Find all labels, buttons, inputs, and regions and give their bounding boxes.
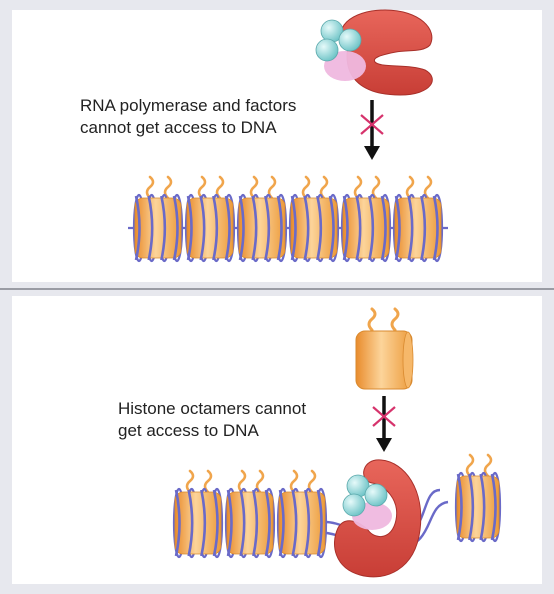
dna-wrap bbox=[420, 195, 427, 261]
histone-tail bbox=[301, 175, 311, 200]
histone-tail bbox=[145, 175, 155, 200]
histone-tail bbox=[197, 175, 207, 200]
nucleosome bbox=[132, 175, 184, 263]
dna-wrap bbox=[134, 195, 141, 261]
dna-wrap bbox=[342, 195, 349, 261]
caption-line: Histone octamers cannot bbox=[118, 399, 307, 418]
transcription-factor-teal bbox=[315, 38, 339, 62]
transcription-factor-teal bbox=[342, 493, 366, 517]
histone-core bbox=[456, 475, 500, 539]
dna-wrap bbox=[290, 195, 297, 261]
panel-divider bbox=[0, 288, 554, 290]
dna-wrap bbox=[147, 195, 154, 261]
dna-wrap bbox=[252, 489, 259, 557]
nucleosome bbox=[340, 175, 392, 263]
dna-wrap bbox=[316, 489, 323, 557]
blocked-arrow-icon bbox=[372, 396, 396, 452]
dna-wrap bbox=[355, 195, 362, 261]
dna-wrap bbox=[432, 195, 439, 261]
dna-wrap bbox=[380, 195, 387, 261]
dna-wrap bbox=[212, 195, 219, 261]
dna-wrap bbox=[394, 195, 401, 261]
histone-octamer-icon bbox=[355, 307, 414, 390]
caption-rna-polymerase: RNA polymerase and factors cannot get ac… bbox=[80, 95, 296, 139]
histone-core bbox=[290, 197, 338, 259]
dna-wrap bbox=[328, 195, 335, 261]
rna-polymerase-icon bbox=[315, 9, 433, 96]
dna-wrap bbox=[368, 195, 375, 261]
histone-core bbox=[394, 197, 442, 259]
dna-wrap bbox=[172, 195, 179, 261]
dna-wrap bbox=[468, 473, 475, 541]
nucleosome bbox=[288, 175, 340, 263]
dna-wrap bbox=[212, 489, 219, 557]
histone-core bbox=[278, 491, 326, 555]
histone-tail bbox=[405, 175, 415, 200]
dna-wrap bbox=[316, 195, 323, 261]
dna-wrap bbox=[278, 489, 285, 557]
dna-wrap bbox=[264, 489, 271, 557]
dna-wrap bbox=[291, 489, 298, 557]
nucleosome bbox=[184, 175, 236, 263]
dna-wrap bbox=[226, 489, 233, 557]
nucleosome bbox=[224, 469, 276, 559]
dna-wrap bbox=[238, 195, 245, 261]
dna-wrap bbox=[304, 489, 311, 557]
dna-wrap bbox=[456, 473, 463, 541]
blocked-arrow-icon bbox=[360, 100, 384, 160]
histone-core bbox=[174, 491, 222, 555]
dna-wrap bbox=[239, 489, 246, 557]
histone-core bbox=[186, 197, 234, 259]
dna-wrap bbox=[303, 195, 310, 261]
nucleosome-array-remodeled bbox=[172, 453, 502, 559]
histone-core bbox=[134, 197, 182, 259]
histone-tail bbox=[289, 469, 299, 494]
nucleosome bbox=[392, 175, 444, 263]
transcription-factor-teal bbox=[364, 483, 388, 507]
rna-polymerase-icon bbox=[334, 459, 422, 578]
nucleosome-array-compact bbox=[128, 175, 448, 263]
histone-tail bbox=[353, 175, 363, 200]
nucleosome bbox=[236, 175, 288, 263]
dna-wrap bbox=[407, 195, 414, 261]
histone-tail bbox=[185, 469, 195, 494]
dna-wrap bbox=[199, 195, 206, 261]
histone-core bbox=[342, 197, 390, 259]
dna-wrap bbox=[490, 473, 497, 541]
nucleosome bbox=[276, 469, 328, 559]
caption-line: cannot get access to DNA bbox=[80, 118, 277, 137]
dna-wrap bbox=[264, 195, 271, 261]
dna-wrap bbox=[200, 489, 207, 557]
caption-line: RNA polymerase and factors bbox=[80, 96, 297, 115]
caption-line: get access to DNA bbox=[118, 421, 259, 440]
nucleosome bbox=[172, 469, 224, 559]
nucleosome bbox=[454, 453, 502, 543]
histone-core bbox=[226, 491, 274, 555]
histone-core bbox=[238, 197, 286, 259]
dna-wrap bbox=[224, 195, 231, 261]
caption-histone-octamers: Histone octamers cannot get access to DN… bbox=[118, 398, 306, 442]
dna-wrap bbox=[251, 195, 258, 261]
bottom-panel bbox=[12, 296, 542, 584]
dna-wrap bbox=[186, 195, 193, 261]
histone-tail bbox=[249, 175, 259, 200]
histone-tail bbox=[465, 453, 475, 478]
transcription-factor-teal bbox=[338, 28, 362, 52]
dna-wrap bbox=[187, 489, 194, 557]
dna-wrap bbox=[479, 473, 486, 541]
dna-wrap bbox=[276, 195, 283, 261]
histone-tail bbox=[237, 469, 247, 494]
dna-wrap bbox=[174, 489, 181, 557]
dna-wrap bbox=[160, 195, 167, 261]
histone-tail bbox=[483, 453, 493, 478]
